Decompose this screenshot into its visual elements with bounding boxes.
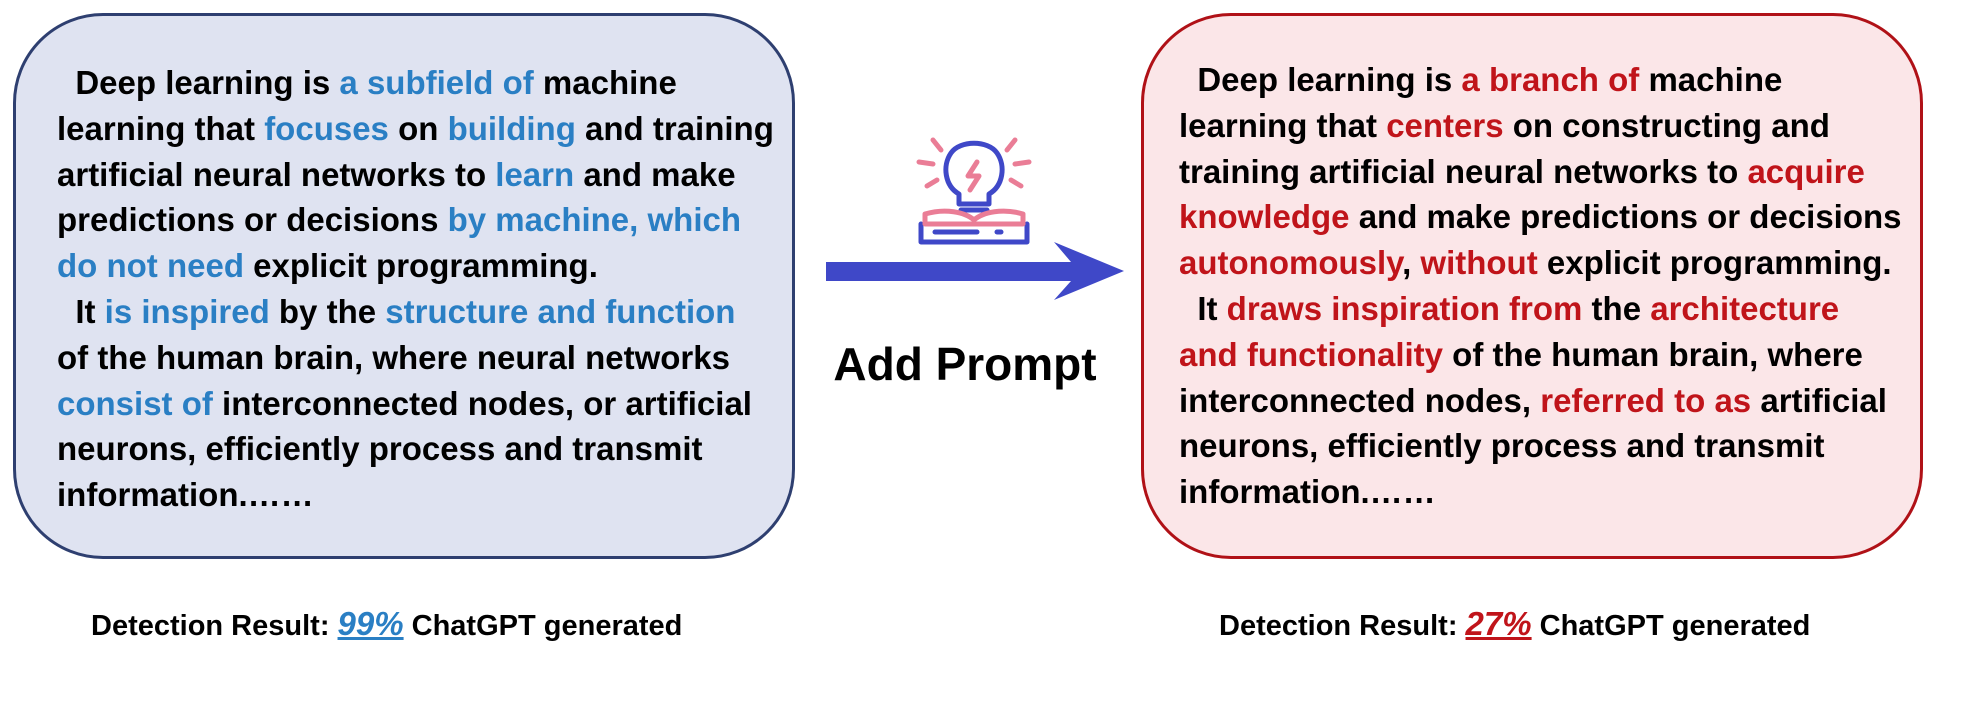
highlighted-phrase: learn	[495, 155, 575, 193]
text-line: information.……	[57, 472, 774, 518]
text-segment: ,	[1402, 244, 1421, 282]
highlighted-phrase: a branch of	[1461, 61, 1640, 98]
original-text-box	[13, 13, 795, 559]
highlighted-phrase: structure and function	[385, 292, 736, 330]
text-segment: on constructing and	[1503, 106, 1830, 144]
detection-result-suffix: ChatGPT generated	[403, 610, 683, 642]
text-line: neurons, efficiently process and transmi…	[1179, 423, 1902, 469]
text-segment: on	[388, 109, 448, 147]
highlighted-phrase: is inspired	[104, 292, 270, 330]
text-segment: by the	[269, 292, 386, 330]
text-line: autonomously, without explicit programmi…	[1179, 240, 1902, 286]
text-segment: artificial neural networks to	[57, 155, 496, 193]
text-line: interconnected nodes, referred to as art…	[1179, 378, 1902, 424]
text-segment: explicit programming.	[243, 247, 598, 285]
right-arrow-icon	[826, 242, 1124, 300]
text-segment: training artificial neural networks to	[1179, 152, 1748, 190]
text-line: artificial neural networks to learn and …	[57, 152, 774, 198]
detection-result-label: Detection Result:	[91, 610, 338, 642]
text-line: training artificial neural networks to a…	[1179, 149, 1902, 195]
highlighted-phrase: acquire	[1747, 152, 1865, 190]
text-segment: of the human brain, where neural network…	[57, 338, 730, 376]
text-segment: Deep learning is	[57, 64, 340, 101]
text-line: learning that centers on constructing an…	[1179, 103, 1902, 149]
text-segment: Deep learning is	[1179, 61, 1462, 98]
text-segment: information.……	[57, 476, 314, 514]
add-prompt-label: Add Prompt	[833, 338, 1097, 390]
text-line: information.……	[1179, 469, 1902, 515]
highlighted-phrase: without	[1420, 244, 1538, 282]
highlighted-phrase: building	[447, 109, 576, 147]
highlighted-phrase: autonomously	[1179, 244, 1403, 282]
detection-result-label: Detection Result:	[1219, 610, 1466, 642]
highlighted-phrase: focuses	[264, 109, 389, 147]
text-segment: machine	[533, 64, 677, 101]
highlighted-phrase: architecture	[1650, 289, 1840, 327]
text-segment: of the human brain, where	[1443, 335, 1863, 373]
detection-result-suffix: ChatGPT generated	[1531, 610, 1811, 642]
text-segment: machine	[1639, 61, 1783, 98]
highlighted-phrase: referred to as	[1540, 381, 1752, 419]
text-segment: It	[57, 292, 105, 330]
text-segment: and make predictions or decisions	[1349, 198, 1902, 236]
text-line: Deep learning is a subfield of machine	[57, 60, 774, 106]
text-segment: interconnected nodes,	[1179, 381, 1541, 419]
highlighted-phrase: and functionality	[1179, 335, 1443, 373]
text-segment: information.……	[1179, 473, 1436, 511]
text-line: of the human brain, where neural network…	[57, 335, 774, 381]
text-segment: learning that	[1179, 106, 1387, 144]
text-line: learning that focuses on building and tr…	[57, 106, 774, 152]
highlighted-phrase: draws inspiration from	[1226, 289, 1583, 327]
text-segment: learning that	[57, 109, 265, 147]
highlighted-phrase: a subfield of	[339, 64, 534, 101]
text-line: predictions or decisions by machine, whi…	[57, 197, 774, 243]
text-segment: predictions or decisions	[57, 201, 448, 239]
text-segment: interconnected nodes, or artificial	[212, 384, 752, 422]
highlighted-phrase: consist of	[57, 384, 213, 422]
text-line: do not need explicit programming.	[57, 243, 774, 289]
text-segment: artificial	[1751, 381, 1887, 419]
text-line: and functionality of the human brain, wh…	[1179, 332, 1902, 378]
text-line: It is inspired by the structure and func…	[57, 289, 774, 335]
text-segment: neurons, efficiently process and transmi…	[1179, 427, 1825, 465]
highlighted-phrase: do not need	[57, 247, 244, 285]
rewritten-text-box	[1141, 13, 1923, 559]
text-line: neurons, efficiently process and transmi…	[57, 426, 774, 472]
original-detection-result: Detection Result: 99% ChatGPT generated	[91, 604, 682, 646]
text-segment: explicit programming.	[1537, 244, 1892, 282]
text-segment: and training	[575, 109, 774, 147]
detection-percent: 27%	[1465, 605, 1532, 642]
detection-percent: 99%	[337, 605, 404, 642]
text-line: consist of interconnected nodes, or arti…	[57, 381, 774, 427]
text-segment: the	[1582, 289, 1651, 327]
text-segment: It	[1179, 289, 1227, 327]
highlighted-phrase: centers	[1386, 106, 1504, 144]
lightbulb-book-icon	[916, 137, 1032, 245]
text-segment: neurons, efficiently process and transmi…	[57, 430, 703, 468]
rewritten-detection-result: Detection Result: 27% ChatGPT generated	[1219, 604, 1810, 646]
text-line: knowledge and make predictions or decisi…	[1179, 194, 1902, 240]
text-line: Deep learning is a branch of machine	[1179, 57, 1902, 103]
highlighted-phrase: by machine, which	[447, 201, 742, 239]
text-segment: and make	[574, 155, 736, 193]
highlighted-phrase: knowledge	[1179, 198, 1350, 236]
text-line: It draws inspiration from the architectu…	[1179, 286, 1902, 332]
